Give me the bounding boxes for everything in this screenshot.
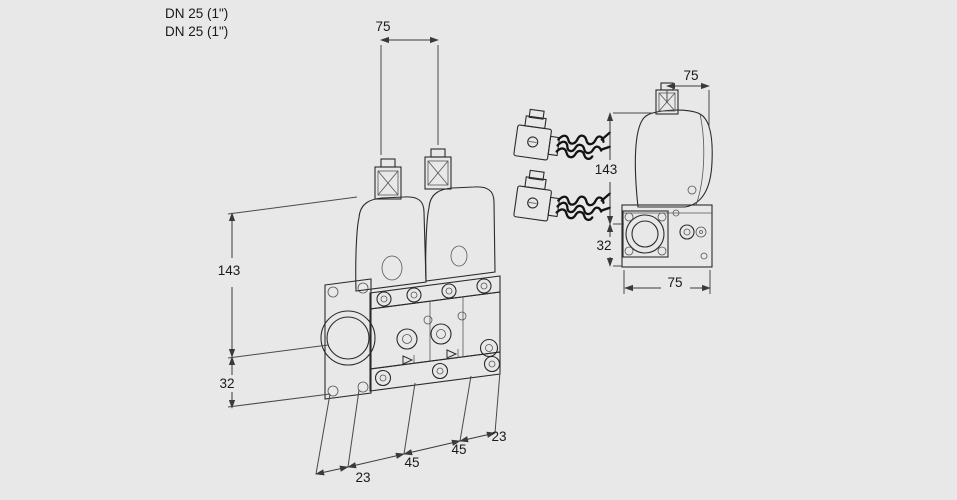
dim-side-flange-height: 32 [596, 238, 611, 253]
front-left-connector-socket [374, 158, 402, 200]
cable-plug-2 [513, 169, 611, 222]
front-inlet-flange [320, 278, 376, 400]
front-right-actuator-dome [425, 186, 496, 282]
front-pressure-test-points [396, 311, 467, 350]
dim-side-height: 143 [595, 162, 618, 177]
front-top-bolt-circles [376, 278, 492, 307]
dim-front-flange-height: 32 [219, 376, 234, 391]
product-size-labels: DN 25 (1") DN 25 (1") [165, 5, 228, 41]
dim-front-top-width: 75 [375, 19, 390, 34]
dim-front-bottom-4: 23 [491, 429, 506, 444]
side-view-dimensions: 75 143 32 75 [595, 68, 711, 294]
dn-label-2: DN 25 (1") [165, 24, 229, 39]
solenoid-cable-plugs [513, 108, 611, 222]
front-view-dimensions: 75 143 32 23 45 45 23 [218, 19, 507, 485]
dim-front-bottom-1: 23 [355, 470, 370, 485]
front-left-actuator-dome [355, 196, 427, 292]
front-bottom-bolt-circles [374, 338, 501, 387]
dim-side-bottom-width: 75 [667, 275, 682, 290]
side-view [621, 82, 713, 268]
front-view [320, 148, 501, 400]
front-valve-body [369, 275, 501, 392]
dn-label-1: DN 25 (1") [165, 6, 229, 21]
front-right-connector-socket [424, 148, 452, 190]
dim-front-bottom-2: 45 [404, 455, 419, 470]
dim-side-top-width: 75 [683, 68, 698, 83]
flow-direction-arrows [402, 349, 459, 365]
side-valve-body [621, 204, 713, 268]
side-actuator-dome [634, 109, 713, 208]
dim-front-bottom-3: 45 [451, 442, 466, 457]
cable-plug-1 [513, 108, 611, 161]
dim-front-height: 143 [218, 263, 241, 278]
